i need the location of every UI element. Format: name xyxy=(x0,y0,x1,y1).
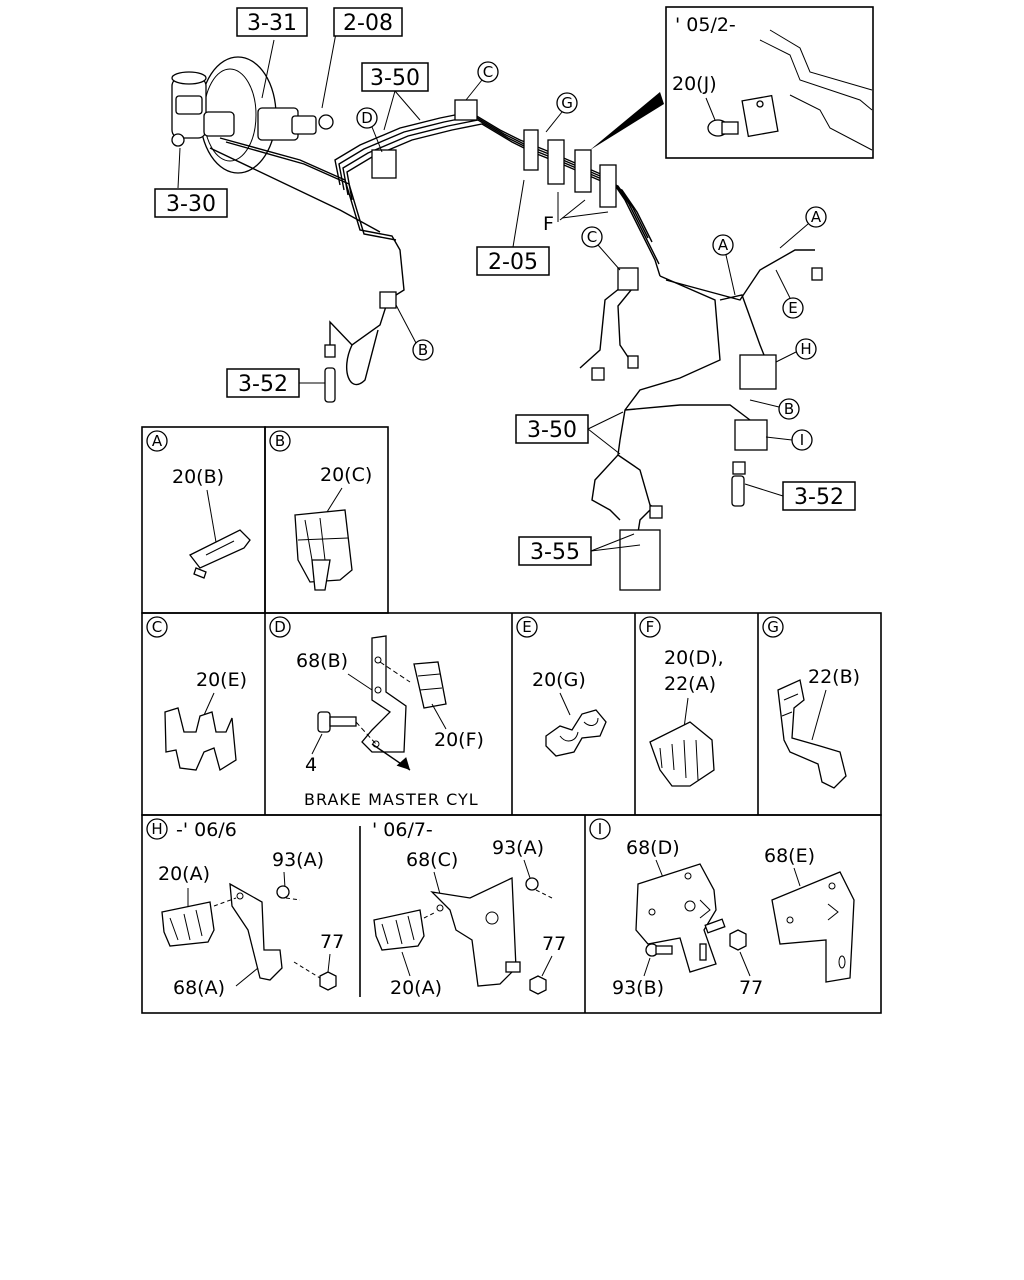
callout-a-right2: A xyxy=(779,206,827,249)
panel-h-date-right: ' 06/7- xyxy=(372,819,433,841)
panel-e: E 20(G) xyxy=(516,616,607,757)
panel-f-letter: F xyxy=(646,618,655,636)
callout-c-mid-text: C xyxy=(587,228,597,246)
ref-3-50-right: 3-50 xyxy=(515,411,624,455)
inset-date: ' 05/2- xyxy=(675,14,736,36)
callout-b-right-text: B xyxy=(784,400,794,418)
panel-h-right-nut: 77 xyxy=(542,933,566,955)
panel-a: A 20(B) xyxy=(146,430,251,579)
panel-b-part: 20(C) xyxy=(320,464,372,486)
master-cylinder xyxy=(171,71,235,189)
panel-f-part1: 20(D), xyxy=(664,647,724,669)
ref-3-52-right-text: 3-52 xyxy=(794,485,844,510)
ref-3-50-top: 3-50 xyxy=(361,62,429,131)
panel-g-part: 22(B) xyxy=(808,666,860,688)
panel-d-bolt: 4 xyxy=(305,754,317,776)
panel-e-letter: E xyxy=(522,618,531,636)
main-assembly: 3-31 2-08 3-30 3-50 2-05 3-52 3-50 xyxy=(154,7,856,591)
panel-h-date-left: -' 06/6 xyxy=(176,819,237,841)
inset-pointer xyxy=(590,92,664,150)
ref-3-55-text: 3-55 xyxy=(530,540,580,565)
panel-i: I 68(D) 68(E) 77 93(B) xyxy=(589,818,855,999)
callout-d-top: D xyxy=(356,107,383,153)
panel-h-left-nut: 77 xyxy=(320,931,344,953)
panel-h-right-bracket: 68(C) xyxy=(406,849,458,871)
panel-i-bolt: 93(B) xyxy=(612,977,664,999)
panel-g-letter: G xyxy=(767,618,779,636)
ref-3-52-left-text: 3-52 xyxy=(238,372,288,397)
label-f-clips: F xyxy=(543,192,609,235)
callout-b-left-text: B xyxy=(418,341,428,359)
callout-h-right: H xyxy=(775,338,817,363)
ref-2-05: 2-05 xyxy=(476,179,550,276)
panel-i-nut: 77 xyxy=(739,977,763,999)
panel-b: B 20(C) xyxy=(269,430,372,591)
panel-c: C 20(E) xyxy=(146,616,247,772)
panel-a-part: 20(B) xyxy=(172,466,224,488)
callout-c-top-text: C xyxy=(483,63,493,81)
ref-3-31-text: 3-31 xyxy=(247,11,297,36)
callout-a-right1-text: A xyxy=(718,236,729,254)
ref-2-08: 2-08 xyxy=(333,7,403,37)
ref-2-08-text: 2-08 xyxy=(343,11,393,36)
ref-3-50-right-text: 3-50 xyxy=(527,418,577,443)
panel-h-letter: H xyxy=(151,820,162,838)
callout-a-right1: A xyxy=(712,234,736,296)
panel-d-letter: D xyxy=(274,618,286,636)
callout-d-top-text: D xyxy=(361,109,373,127)
ref-3-30: 3-30 xyxy=(154,188,228,218)
panel-i-bracket1: 68(D) xyxy=(626,837,680,859)
inset-part-20j: 20(J) xyxy=(672,73,717,95)
panel-f: F 20(D), 22(A) xyxy=(639,616,724,787)
panel-i-letter: I xyxy=(598,820,602,838)
panel-h-left-clip: 20(A) xyxy=(158,863,210,885)
panel-d-bracket: 68(B) xyxy=(296,650,348,672)
callout-c-top: C xyxy=(465,61,499,101)
ref-3-52-right: 3-52 xyxy=(744,481,856,511)
label-f-text: F xyxy=(543,213,554,235)
panel-h-left-bracket: 68(A) xyxy=(173,977,225,999)
callout-g-top: G xyxy=(545,92,578,133)
callout-g-top-text: G xyxy=(561,94,573,112)
panel-c-part: 20(E) xyxy=(196,669,247,691)
panel-b-letter: B xyxy=(275,432,285,450)
callout-e-right-text: E xyxy=(788,299,797,317)
callout-b-right: B xyxy=(749,398,800,420)
panel-h-right-clip: 20(A) xyxy=(390,977,442,999)
ref-3-31: 3-31 xyxy=(236,7,308,37)
panel-h-left-bolt: 93(A) xyxy=(272,849,324,871)
detail-grid xyxy=(141,426,882,1014)
panel-g: G 22(B) xyxy=(762,616,860,789)
panel-d-caption: BRAKE MASTER CYL xyxy=(304,790,479,809)
callout-i-right: I xyxy=(765,429,813,451)
callout-e-right: E xyxy=(775,269,804,319)
panel-d: D 68(B) 20(F) 4 BRAKE MASTER CYL xyxy=(269,616,484,809)
panel-c-letter: C xyxy=(152,618,162,636)
callout-b-left: B xyxy=(395,304,434,361)
ref-3-30-text: 3-30 xyxy=(166,192,216,217)
panel-f-part2: 22(A) xyxy=(664,673,716,695)
panel-h: H -' 06/6 ' 06/7- 20(A) 93(A) 77 68(A) 6… xyxy=(146,818,566,999)
callout-c-mid: C xyxy=(581,226,621,271)
brake-booster xyxy=(199,32,337,174)
callout-i-right-text: I xyxy=(800,431,804,449)
panel-h-right-bolt: 93(A) xyxy=(492,837,544,859)
ref-3-52-left: 3-52 xyxy=(226,368,325,398)
inset-05-2: ' 05/2- 20(J) xyxy=(665,6,874,159)
ref-3-55: 3-55 xyxy=(518,533,641,566)
front-brake-pipes xyxy=(209,99,661,403)
callout-h-right-text: H xyxy=(800,340,811,358)
callout-a-right2-text: A xyxy=(811,208,822,226)
panel-d-clip: 20(F) xyxy=(434,729,484,751)
panel-a-letter: A xyxy=(152,432,163,450)
ref-3-50-top-text: 3-50 xyxy=(370,66,420,91)
panel-i-bracket2: 68(E) xyxy=(764,845,815,867)
ref-2-05-text: 2-05 xyxy=(488,250,538,275)
rear-brake-pipes xyxy=(591,249,823,591)
panel-e-part: 20(G) xyxy=(532,669,586,691)
